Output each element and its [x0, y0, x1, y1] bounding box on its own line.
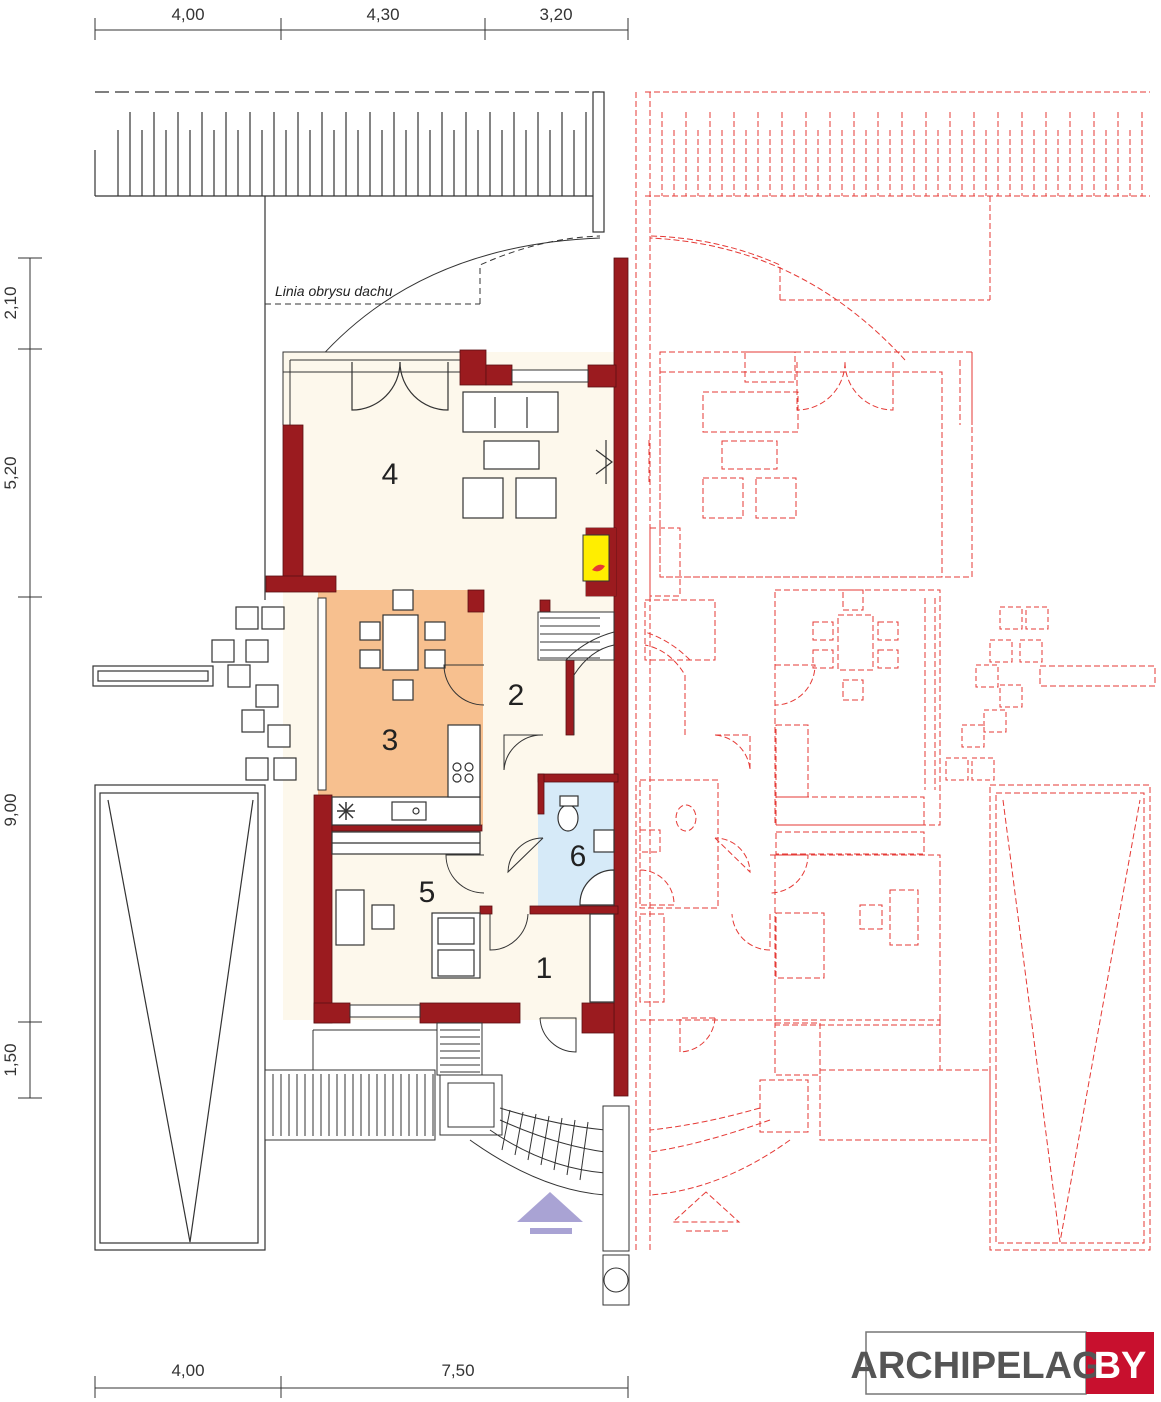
- archipelag-logo: ARCHIPELAG BY: [850, 1331, 1154, 1395]
- roof-outline: [265, 235, 601, 361]
- dim-top-3: 3,20: [539, 5, 572, 24]
- room-number-4: 4: [382, 458, 399, 491]
- pergola: [94, 91, 605, 600]
- dim-left-1: 2,10: [1, 286, 20, 319]
- dim-top-2: 4,30: [366, 5, 399, 24]
- carport: [94, 784, 266, 1251]
- furniture: [331, 361, 615, 1003]
- dim-top-1: 4,00: [171, 5, 204, 24]
- fireplace: [582, 528, 616, 596]
- logo-text-archipelag: ARCHIPELAG: [850, 1345, 1101, 1387]
- stepping-stones: [211, 606, 297, 781]
- fridge-icon: [337, 802, 355, 820]
- mirrored-stepping-stones: [945, 606, 1049, 781]
- entrance-area: [264, 1022, 630, 1306]
- dim-bottom-1: 4,00: [171, 1361, 204, 1380]
- dimension-top: [94, 18, 629, 40]
- dim-left-3: 9,00: [1, 793, 20, 826]
- room-number-1: 1: [536, 952, 553, 985]
- room-number-6: 6: [570, 840, 587, 873]
- windows: [317, 369, 589, 1018]
- room-number-2: 2: [508, 679, 525, 712]
- dimension-bottom: [94, 1376, 629, 1398]
- logo-text-by: BY: [1094, 1345, 1147, 1387]
- entrance-arrow-icon: [517, 1192, 583, 1234]
- roof-outline-label: Linia obrysu dachu: [275, 283, 393, 299]
- dim-left-4: 1,50: [1, 1043, 20, 1076]
- dim-bottom-2: 7,50: [441, 1361, 474, 1380]
- room-number-5: 5: [419, 876, 436, 909]
- dimension-left: [18, 257, 42, 1099]
- room-number-3: 3: [382, 724, 399, 757]
- doors: [443, 664, 577, 1053]
- mirrored-plan: [635, 91, 1156, 1251]
- stairs: [537, 611, 615, 735]
- dim-left-2: 5,20: [1, 456, 20, 489]
- bench-left: [92, 665, 214, 687]
- walls: [265, 257, 629, 1097]
